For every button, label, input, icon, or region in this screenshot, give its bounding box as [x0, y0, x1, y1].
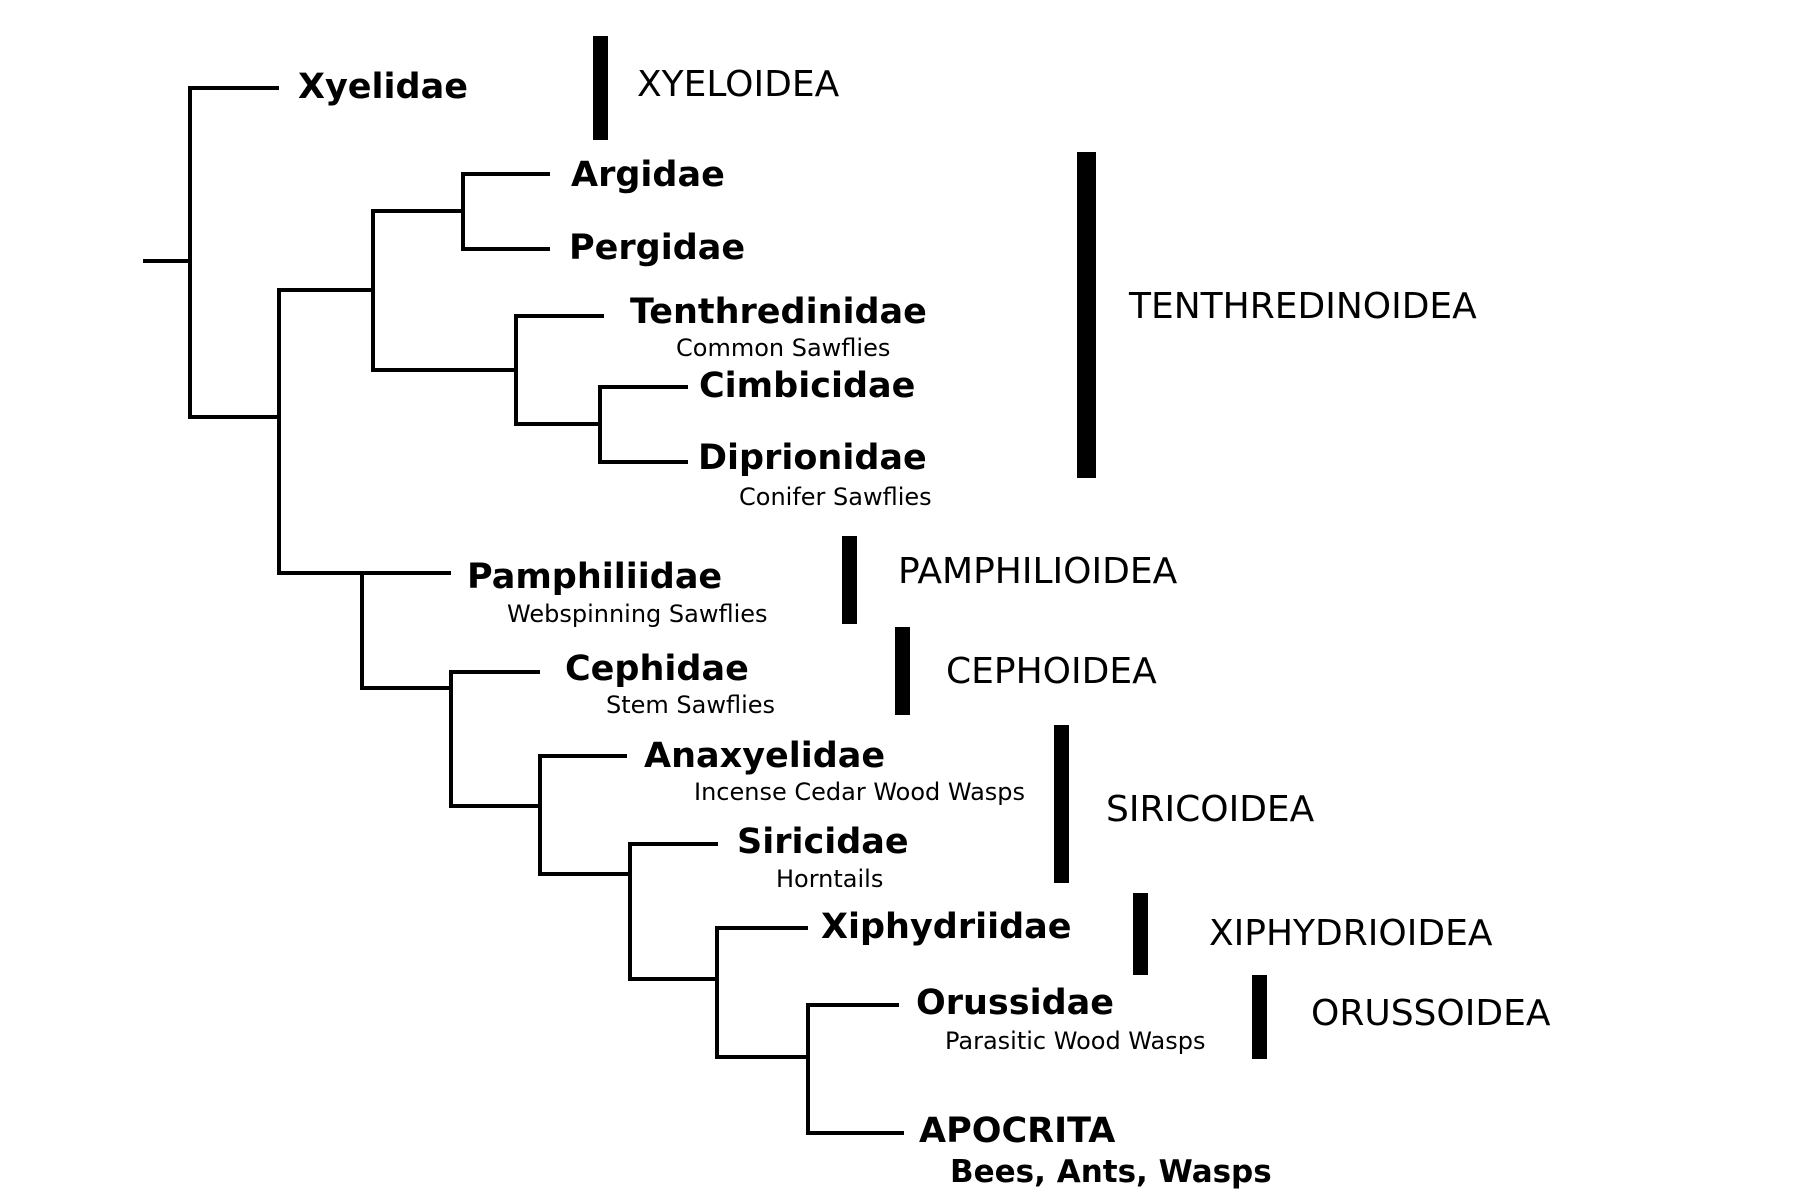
superfamily-labels: XYELOIDEA TENTHREDINOIDEA PAMPHILIOIDEA … [637, 64, 1551, 1034]
common-name-diprionidae: Conifer Sawflies [739, 483, 932, 511]
bar-xiphydrioidea [1133, 893, 1148, 975]
taxon-anaxyelidae: Anaxyelidae [644, 736, 885, 776]
common-name-cephidae: Stem Sawflies [606, 691, 775, 719]
bar-orussoidea [1252, 975, 1267, 1059]
taxon-labels: Xyelidae Argidae Pergidae Tenthredinidae… [298, 67, 1272, 1190]
common-name-tenthredinidae: Common Sawflies [676, 334, 890, 362]
common-name-siricidae: Horntails [776, 865, 883, 893]
bar-tenthredinoidea [1077, 152, 1096, 478]
common-name-pamphiliidae: Webspinning Sawflies [507, 600, 768, 628]
taxon-pergidae: Pergidae [569, 228, 745, 268]
taxon-pamphiliidae: Pamphiliidae [467, 557, 722, 597]
taxon-argidae: Argidae [571, 155, 725, 195]
taxon-apocrita: APOCRITA [919, 1111, 1115, 1151]
superfamily-xyeloidea: XYELOIDEA [637, 64, 840, 105]
superfamily-cephoidea: CEPHOIDEA [946, 651, 1157, 692]
bar-pamphilioidea [842, 536, 857, 624]
taxon-xyelidae: Xyelidae [298, 67, 468, 107]
bar-siricoidea [1054, 725, 1069, 883]
taxon-orussidae: Orussidae [916, 983, 1114, 1023]
superfamily-pamphilioidea: PAMPHILIOIDEA [898, 551, 1178, 592]
superfamily-xiphydrioidea: XIPHYDRIOIDEA [1209, 913, 1493, 954]
superfamily-siricoidea: SIRICOIDEA [1106, 789, 1315, 830]
taxon-siricidae: Siricidae [737, 822, 909, 862]
tree-branches [143, 86, 904, 1135]
superfamily-orussoidea: ORUSSOIDEA [1311, 993, 1551, 1034]
common-name-orussidae: Parasitic Wood Wasps [945, 1027, 1205, 1055]
taxon-diprionidae: Diprionidae [698, 438, 927, 478]
superfamily-bars [593, 36, 1267, 1059]
taxon-xiphydriidae: Xiphydriidae [821, 907, 1072, 947]
taxon-tenthredinidae: Tenthredinidae [630, 292, 927, 332]
bar-xyeloidea [593, 36, 608, 140]
taxon-cimbicidae: Cimbicidae [699, 366, 915, 406]
bar-cephoidea [895, 627, 910, 715]
superfamily-tenthredinoidea: TENTHREDINOIDEA [1128, 286, 1477, 327]
common-name-apocrita: Bees, Ants, Wasps [950, 1154, 1272, 1190]
common-name-anaxyelidae: Incense Cedar Wood Wasps [694, 778, 1025, 806]
taxon-cephidae: Cephidae [565, 649, 749, 689]
